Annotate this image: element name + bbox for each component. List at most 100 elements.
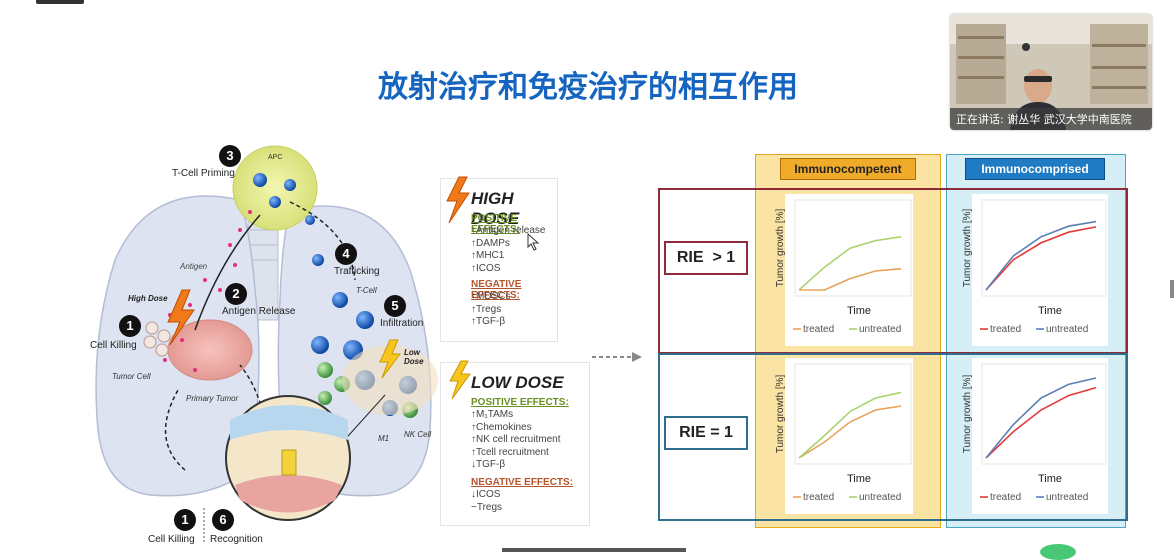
legend-label-untreated: untreated xyxy=(1046,324,1088,335)
series-line-untreated xyxy=(798,236,902,291)
bottom-cell-killing-label: Cell Killing xyxy=(148,534,195,545)
legend-label-treated: treated xyxy=(990,492,1021,503)
series-line-untreated xyxy=(985,220,1097,291)
step-5-circle xyxy=(384,295,406,317)
high-dose-positive-heading: POSITIVE EFFECTS: xyxy=(471,213,520,235)
speaker-video-frame xyxy=(950,14,1152,130)
legend-label-treated: treated xyxy=(803,324,834,335)
top-bar-fragment xyxy=(36,0,84,4)
speaker-caption-bar: 正在讲话: 谢丛华 武汉大学中南医院 xyxy=(950,108,1152,130)
apc-label: APC xyxy=(268,154,283,161)
bottom-green-blob xyxy=(1040,544,1076,560)
t-cell-label: T-Cell xyxy=(356,286,377,295)
lung-illustration xyxy=(95,145,438,544)
low-dose-negative-list: ↓ICOS −Tregs xyxy=(471,489,502,514)
high-dose-panel: HIGH DOSE POSITIVE EFFECTS: ↑Antigen rel… xyxy=(440,176,558,342)
high-dose-title: HIGH DOSE xyxy=(471,189,520,228)
chart-plot-background xyxy=(972,194,1108,346)
bottom-bar-fragment xyxy=(502,548,686,552)
step-2-number: 2 xyxy=(232,286,240,301)
step-5-number: 5 xyxy=(391,298,399,313)
low-dose-label: Low Dose xyxy=(404,348,424,366)
immunocomprised-header: Immunocomprised xyxy=(965,158,1105,180)
antigen-label: Antigen xyxy=(180,262,208,271)
bottom-recognition-label: Recognition xyxy=(210,534,263,545)
legend-label-untreated: untreated xyxy=(859,492,901,503)
chart-y-axis-label: Tumor growth [%] xyxy=(775,209,786,288)
lung-diagram: 1 2 3 4 5 1 6 Cell Killing Antigen Relea… xyxy=(90,140,440,552)
legend-label-untreated: untreated xyxy=(1046,492,1088,503)
primary-tumor-label: Primary Tumor xyxy=(186,394,239,403)
step-1-circle xyxy=(119,315,141,337)
bottom-step-6-number: 6 xyxy=(219,512,227,527)
low-dose-positive-item: ↑M₁TAMs xyxy=(471,409,514,420)
series-line-treated xyxy=(798,405,902,459)
high-dose-positive-list: ↑Antigen release ↑DAMPs ↑MHC1 ↑ICOS xyxy=(471,225,546,275)
low-dose-panel: LOW DOSE POSITIVE EFFECTS: ↑M₁TAMs ↑Chem… xyxy=(440,360,590,526)
immunocompetent-header: Immunocompetent xyxy=(780,158,916,180)
step-4-circle xyxy=(335,243,357,265)
step-1-number: 1 xyxy=(126,318,134,333)
row-2-label: RIE = 1 xyxy=(664,416,748,450)
step-4-number: 4 xyxy=(342,246,350,261)
bottom-step-6-circle xyxy=(212,509,234,531)
step-3-number: 3 xyxy=(226,148,234,163)
low-dose-lightning-icon xyxy=(449,360,471,400)
chart-plot-background xyxy=(972,358,1108,514)
low-dose-negative-item: ↓ICOS xyxy=(471,489,501,500)
low-dose-positive-item: ↑Tcell recruitment xyxy=(471,446,549,458)
chart-plot-frame xyxy=(981,199,1107,297)
speaker-video[interactable]: 正在讲话: 谢丛华 武汉大学中南医院 xyxy=(950,14,1152,130)
chart-y-axis-label: Tumor growth [%] xyxy=(962,209,973,288)
low-dose-positive-list: ↑M₁TAMs ↑Chemokines ↑NK cell recruitment… xyxy=(471,409,560,472)
chart-plot-background xyxy=(785,358,913,514)
high-dose-negative-heading: NEGATIVE EFFECTS: xyxy=(471,279,522,301)
bottom-step-1-number: 1 xyxy=(181,512,189,527)
low-dose-title: LOW DOSE xyxy=(471,373,564,392)
series-line-treated xyxy=(799,267,902,291)
high-dose-positive-item: ↑ICOS xyxy=(471,262,501,274)
high-dose-label: High Dose xyxy=(128,294,168,303)
slide-title: 放射治疗和免疫治疗的相互作用 xyxy=(378,70,798,105)
legend-label-treated: treated xyxy=(803,492,834,503)
speaker-caption: 正在讲话: 谢丛华 武汉大学中南医院 xyxy=(956,113,1132,126)
chart-plot-frame xyxy=(981,363,1107,465)
chart-competent-rie-eq1: Tumor growth [%] Time treated untreated xyxy=(767,358,919,516)
low-dose-positive-item: ↑Chemokines xyxy=(471,421,532,433)
series-line-untreated xyxy=(985,377,1097,459)
chart-x-axis-label: Time xyxy=(1038,473,1062,485)
row-2-frame xyxy=(658,353,1128,521)
high-dose-negative-item: ↑MDSCs xyxy=(471,291,511,302)
chart-y-axis-label: Tumor growth [%] xyxy=(775,375,786,454)
mouse-cursor-icon xyxy=(527,233,540,251)
low-dose-positive-item: ↓TGF-β xyxy=(471,459,506,470)
low-dose-negative-heading: NEGATIVE EFFECTS: xyxy=(471,477,574,488)
chart-plot-frame xyxy=(794,199,912,297)
step-3-circle xyxy=(219,145,241,167)
legend-label-treated: treated xyxy=(990,324,1021,335)
series-line-untreated xyxy=(798,391,902,459)
rie-grid: Immunocompetent Immunocomprised RIE > 1 … xyxy=(656,152,1128,528)
right-edge-glyph xyxy=(1170,280,1174,298)
m1-label: M1 xyxy=(378,434,390,443)
low-dose-negative-item: −Tregs xyxy=(471,501,503,513)
chart-x-axis-label: Time xyxy=(847,473,871,485)
high-dose-negative-item: ↑Tregs xyxy=(471,303,502,315)
high-dose-positive-item: ↑Antigen release xyxy=(471,225,546,236)
step-1-label: Cell Killing xyxy=(90,340,137,351)
series-line-treated xyxy=(985,226,1097,291)
chart-plot-frame xyxy=(794,363,912,465)
row-1-label: RIE > 1 xyxy=(664,241,748,275)
high-dose-positive-item: ↑DAMPs xyxy=(471,237,510,249)
high-dose-negative-item: ↑TGF-β xyxy=(471,316,506,327)
nk-cell-label: NK Cell xyxy=(404,430,432,439)
chart-competent-rie-eq1-svg: Tumor growth [%] Time treated untreated xyxy=(775,358,913,514)
step-2-circle xyxy=(225,283,247,305)
high-dose-positive-item: ↑MHC1 xyxy=(471,250,505,261)
